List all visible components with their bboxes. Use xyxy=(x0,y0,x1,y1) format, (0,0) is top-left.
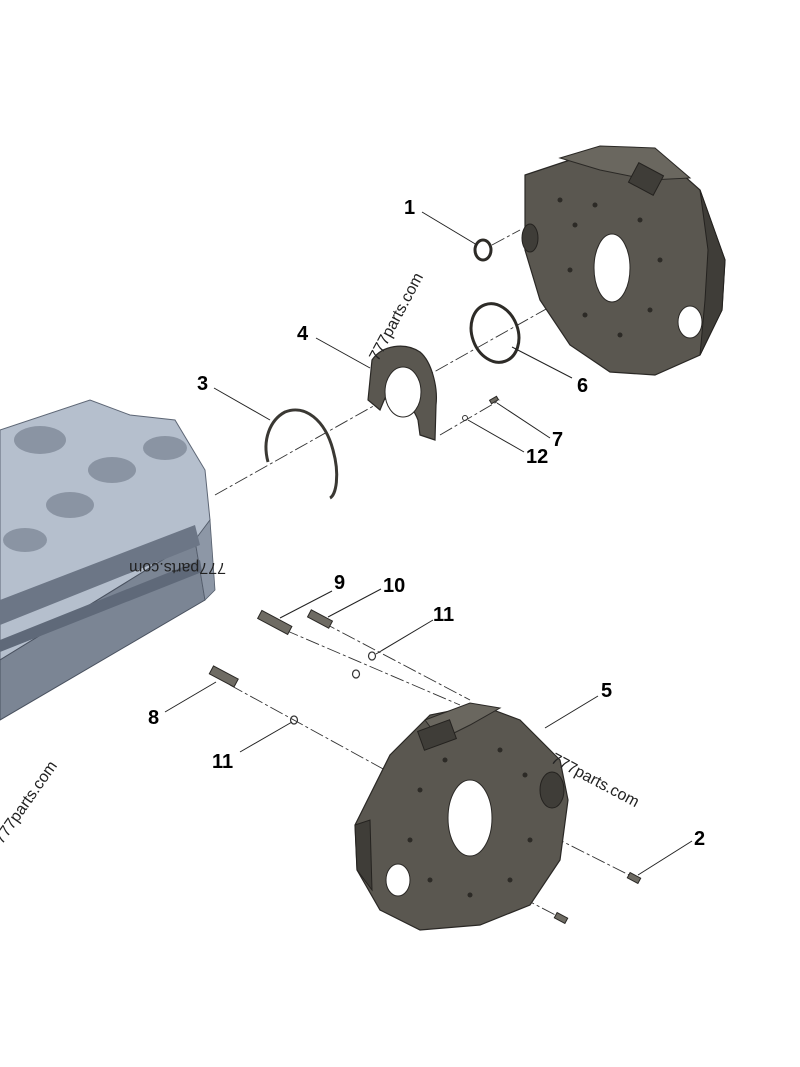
block-rail xyxy=(0,560,202,652)
o-ring-part-1 xyxy=(473,238,493,262)
bolt-part-8 xyxy=(208,665,239,688)
watermark: 777parts.com xyxy=(129,559,226,576)
dowel-pin xyxy=(553,911,569,925)
washer-part-11 xyxy=(367,651,377,661)
washer-part-11 xyxy=(351,669,361,679)
gasket-part-3 xyxy=(264,408,339,500)
cylinder-bore xyxy=(88,457,136,483)
callout-5: 5 xyxy=(601,680,612,702)
leader-lines xyxy=(164,211,693,876)
callout-4: 4 xyxy=(297,323,309,345)
block-rail xyxy=(0,525,200,625)
callout-3: 3 xyxy=(197,373,208,395)
callout-7: 7 xyxy=(552,429,563,451)
cylinder-bore xyxy=(143,436,187,460)
callout-9: 9 xyxy=(334,572,345,594)
washer-part-12 xyxy=(462,415,468,421)
small-parts xyxy=(208,238,642,925)
callout-10: 10 xyxy=(383,575,405,597)
callout-11-upper: 11 xyxy=(433,604,454,626)
bolt-part-10 xyxy=(306,609,334,629)
callout-6: 6 xyxy=(577,375,588,397)
flywheel-housing-rear xyxy=(521,145,726,376)
callout-2: 2 xyxy=(694,828,705,850)
bolt-part-9 xyxy=(256,609,293,636)
o-ring-part-6 xyxy=(469,302,521,364)
washer-part-11 xyxy=(289,715,299,725)
cylinder-bore xyxy=(14,426,66,454)
flywheel-housing-part-5 xyxy=(354,702,569,931)
callout-11-lower: 11 xyxy=(212,751,233,773)
callout-8: 8 xyxy=(148,707,159,729)
cylinder-bore xyxy=(3,528,47,552)
cylinder-bore xyxy=(46,492,94,518)
callout-1: 1 xyxy=(404,197,415,219)
seal-carrier-part-4 xyxy=(367,345,437,441)
callouts: 1 2 3 4 5 6 7 8 9 10 11 11 12 xyxy=(148,197,705,850)
dowel-part-2 xyxy=(626,871,642,885)
callout-12: 12 xyxy=(526,446,548,468)
engine-block xyxy=(0,399,216,721)
screw-part-7 xyxy=(488,395,500,405)
watermark: 777parts.com xyxy=(0,758,61,847)
